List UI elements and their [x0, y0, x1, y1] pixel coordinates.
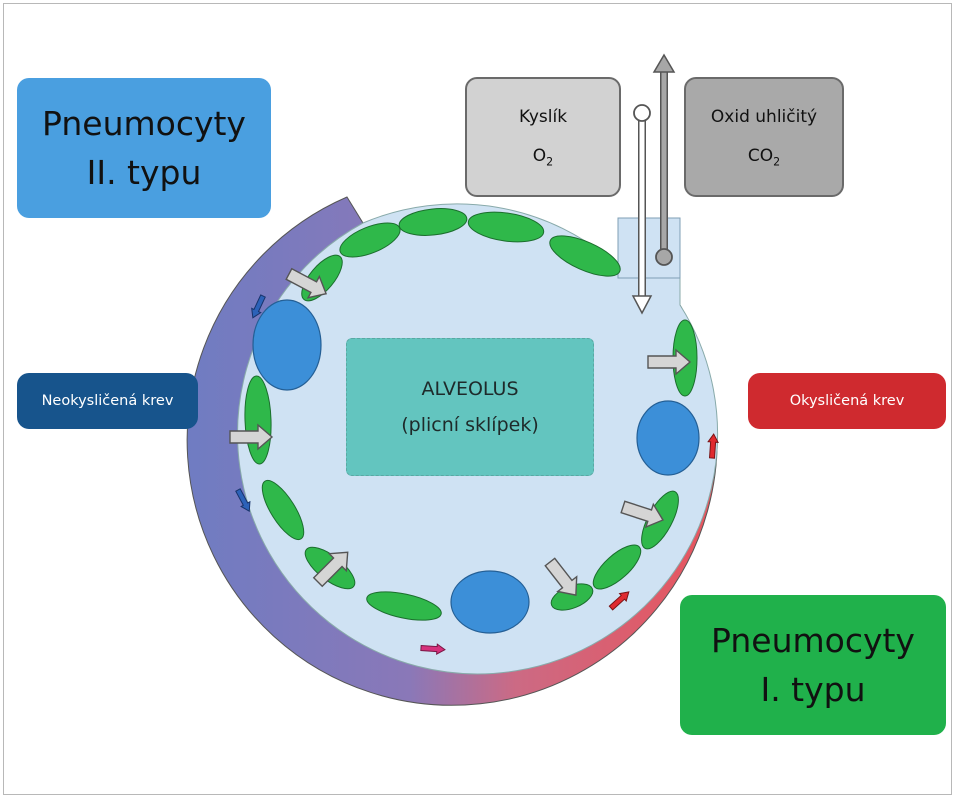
type2-title-line2: II. typu	[86, 153, 202, 192]
oxygen-formula: O2	[533, 137, 553, 176]
blood-flow-arrow-red	[707, 433, 719, 459]
oxygen-name: Kyslík	[518, 106, 568, 127]
diffusion-arrow	[285, 267, 328, 299]
figure-frame	[3, 3, 952, 795]
oxygenated-blood-label: Okysličená krev	[748, 373, 946, 429]
oxygen-inflow-arrow	[631, 104, 653, 315]
type2-cell	[450, 570, 530, 634]
alveolus-subtitle: (plicní sklípek)	[401, 414, 539, 436]
deoxygenated-blood-label: Neokysličená krev	[17, 373, 198, 429]
type1-cell	[366, 591, 442, 621]
co2-formula: CO2	[748, 137, 780, 176]
type1-title-line1: Pneumocyty	[711, 620, 915, 660]
oxygenated-blood-text: Okysličená krev	[789, 393, 905, 409]
oxygen-formula-subscript: 2	[546, 155, 554, 169]
type1-title-line2: I. typu	[760, 670, 866, 709]
type1-cell	[398, 208, 468, 236]
oxygen-formula-base: O	[532, 146, 547, 166]
diffusion-arrow	[647, 348, 692, 376]
diffusion-arrow	[544, 557, 578, 596]
type1-cell	[592, 544, 642, 590]
type1-pneumocyte-cells	[244, 208, 698, 621]
carbon-dioxide-box: Oxid uhličitý CO2	[684, 77, 844, 197]
co2-name: Oxid uhličitý	[710, 106, 818, 127]
deoxygenated-blood-text: Neokysličená krev	[41, 393, 174, 409]
blood-flow-arrow-magenta	[420, 643, 446, 655]
type1-cell	[549, 235, 621, 277]
blood-flow-arrow-blue	[251, 294, 266, 319]
diffusion-arrow	[229, 423, 274, 451]
blood-flow-arrow-red	[608, 591, 630, 611]
co2-outflow-arrow	[652, 53, 676, 266]
type2-pneumocyte-cells	[252, 299, 700, 634]
alveolus-title: ALVEOLUS	[421, 377, 519, 400]
type1-pneumocyte-box: Pneumocyty I. typu	[680, 595, 946, 735]
oxygen-box: Kyslík O2	[465, 77, 621, 197]
blood-flow-arrow-blue	[235, 488, 251, 513]
type2-pneumocyte-box: Pneumocyty II. typu	[17, 78, 271, 218]
type2-title-line1: Pneumocyty	[42, 103, 246, 143]
alveolus-label-box: ALVEOLUS (plicní sklípek)	[346, 338, 594, 476]
airway-duct	[617, 217, 681, 279]
type2-cell	[636, 400, 700, 476]
diffusion-arrow	[620, 500, 664, 529]
co2-formula-base: CO	[747, 146, 774, 166]
co2-formula-subscript: 2	[773, 155, 781, 169]
type1-cell	[261, 479, 305, 541]
diffusion-arrows	[229, 267, 692, 596]
diffusion-arrow	[312, 551, 349, 588]
blood-flow-arrows	[235, 294, 719, 655]
type1-cell	[467, 211, 545, 243]
type2-cell	[252, 299, 322, 391]
